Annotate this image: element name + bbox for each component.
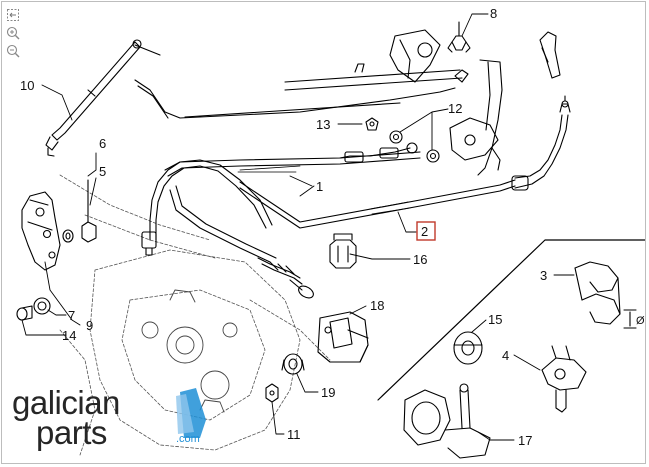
upper-frame-bracket (134, 29, 469, 119)
callout-11: 11 (287, 427, 301, 442)
part-10-shift-rod (45, 39, 161, 157)
callout-7: 7 (68, 308, 75, 323)
callout-diameter: Ø (636, 315, 645, 327)
cable-end-fitting (339, 142, 418, 163)
part-8-clip (447, 21, 471, 53)
callout-6: 6 (99, 136, 106, 151)
callout-12: 12 (448, 101, 462, 116)
lever-bracket-left (21, 191, 61, 271)
part-16-cable-clip (329, 233, 357, 269)
callout-5: 5 (99, 164, 106, 179)
detail-inset-border (377, 239, 646, 401)
part-5-bolt (81, 179, 97, 243)
highlighted-callout-box[interactable] (416, 221, 436, 241)
callout-14: 14 (62, 328, 76, 343)
part-3-spring-clip (574, 261, 637, 329)
part-6-washer (62, 229, 74, 243)
callout-9: 9 (86, 318, 93, 333)
callout-19: 19 (321, 385, 335, 400)
part-12-bushings (389, 130, 440, 163)
callout-15: 15 (488, 312, 502, 327)
part-1-gear-cable (141, 159, 314, 299)
part-4-cable-end (541, 345, 587, 413)
callout-3: 3 (540, 268, 547, 283)
part-11-nut (265, 383, 279, 403)
zoom-out-icon[interactable] (6, 44, 20, 58)
callout-17: 17 (518, 433, 532, 448)
part-14-spacer (16, 305, 33, 321)
fit-screen-icon[interactable] (6, 8, 20, 22)
callout-4: 4 (502, 348, 509, 363)
brand-domain-suffix: .com (176, 433, 200, 445)
callout-labels: 10 8 6 5 13 12 1 2 16 18 19 11 7 14 9 3 … (20, 6, 645, 448)
callout-10: 10 (20, 78, 34, 93)
selector-lever (449, 31, 561, 176)
brand-name-line1: galician (12, 384, 120, 421)
zoom-in-icon[interactable] (6, 26, 20, 40)
part-19-mount (281, 353, 305, 375)
callout-1: 1 (316, 179, 323, 194)
viewer-toolbar (6, 8, 24, 62)
gearbox-housing-outline (59, 174, 331, 456)
callout-16: 16 (413, 252, 427, 267)
part-13-nut (365, 117, 379, 131)
callout-18: 18 (370, 298, 384, 313)
callout-leaders (21, 13, 575, 441)
callout-2[interactable]: 2 (421, 224, 428, 239)
part-17-clamp (403, 383, 491, 459)
part-18-bracket (317, 311, 369, 363)
brand-name-line2: parts (36, 414, 107, 451)
callout-13: 13 (316, 117, 330, 132)
brand-watermark: galician parts .com (12, 384, 206, 451)
part-15-grommet (453, 331, 483, 365)
callout-8: 8 (490, 6, 497, 21)
part-2-gear-cable (164, 95, 571, 229)
part-7-bushing (33, 297, 51, 315)
